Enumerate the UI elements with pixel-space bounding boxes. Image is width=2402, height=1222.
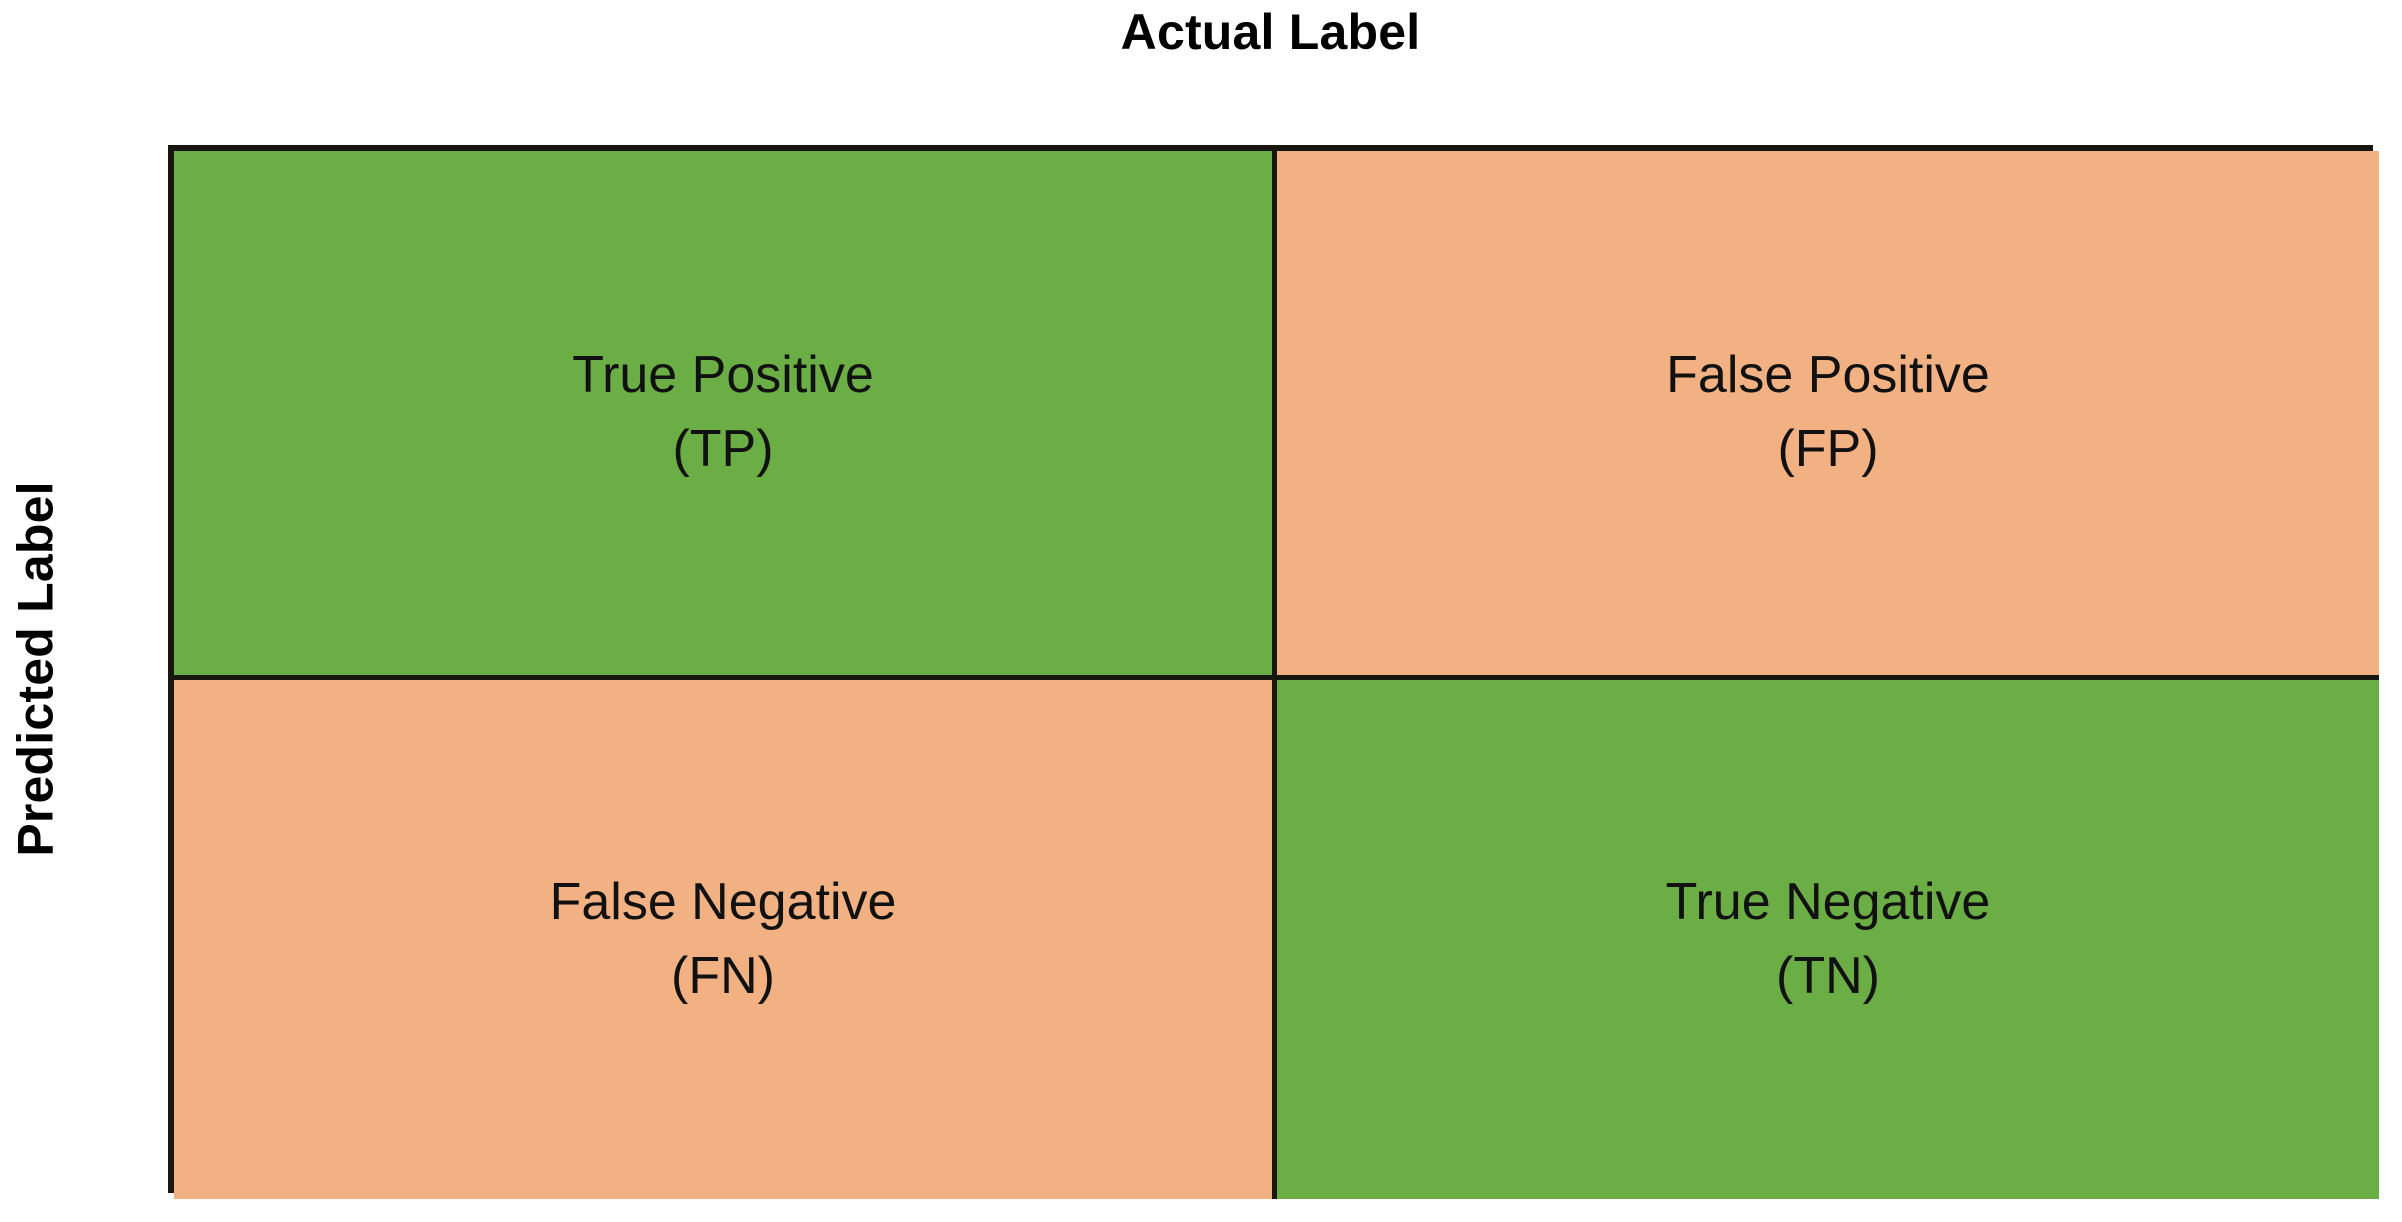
cell-false-positive: False Positive (FP) <box>1277 151 2379 680</box>
actual-label-axis-title: Actual Label <box>1120 4 1421 60</box>
cell-true-negative: True Negative (TN) <box>1277 680 2379 1199</box>
cell-true-positive-title: True Positive <box>572 346 874 405</box>
cell-true-positive: True Positive (TP) <box>174 151 1277 680</box>
cell-true-negative-title: True Negative <box>1665 872 1991 931</box>
cell-false-negative-title: False Negative <box>549 872 897 931</box>
cell-true-negative-abbr: (TN) <box>1776 946 1880 1005</box>
cell-false-positive-title: False Positive <box>1666 346 1990 405</box>
matrix-grid: True Positive (TP) False Positive (FP) F… <box>168 145 2379 1199</box>
predicted-label-axis-title: Predicted Label <box>8 481 64 857</box>
cell-true-positive-abbr: (TP) <box>672 420 774 478</box>
predicted-label-axis-container: Predicted Label <box>0 145 72 1193</box>
cell-false-negative: False Negative (FN) <box>174 680 1277 1199</box>
cell-false-negative-abbr: (FN) <box>671 946 775 1005</box>
cell-false-positive-abbr: (FP) <box>1777 420 1879 478</box>
